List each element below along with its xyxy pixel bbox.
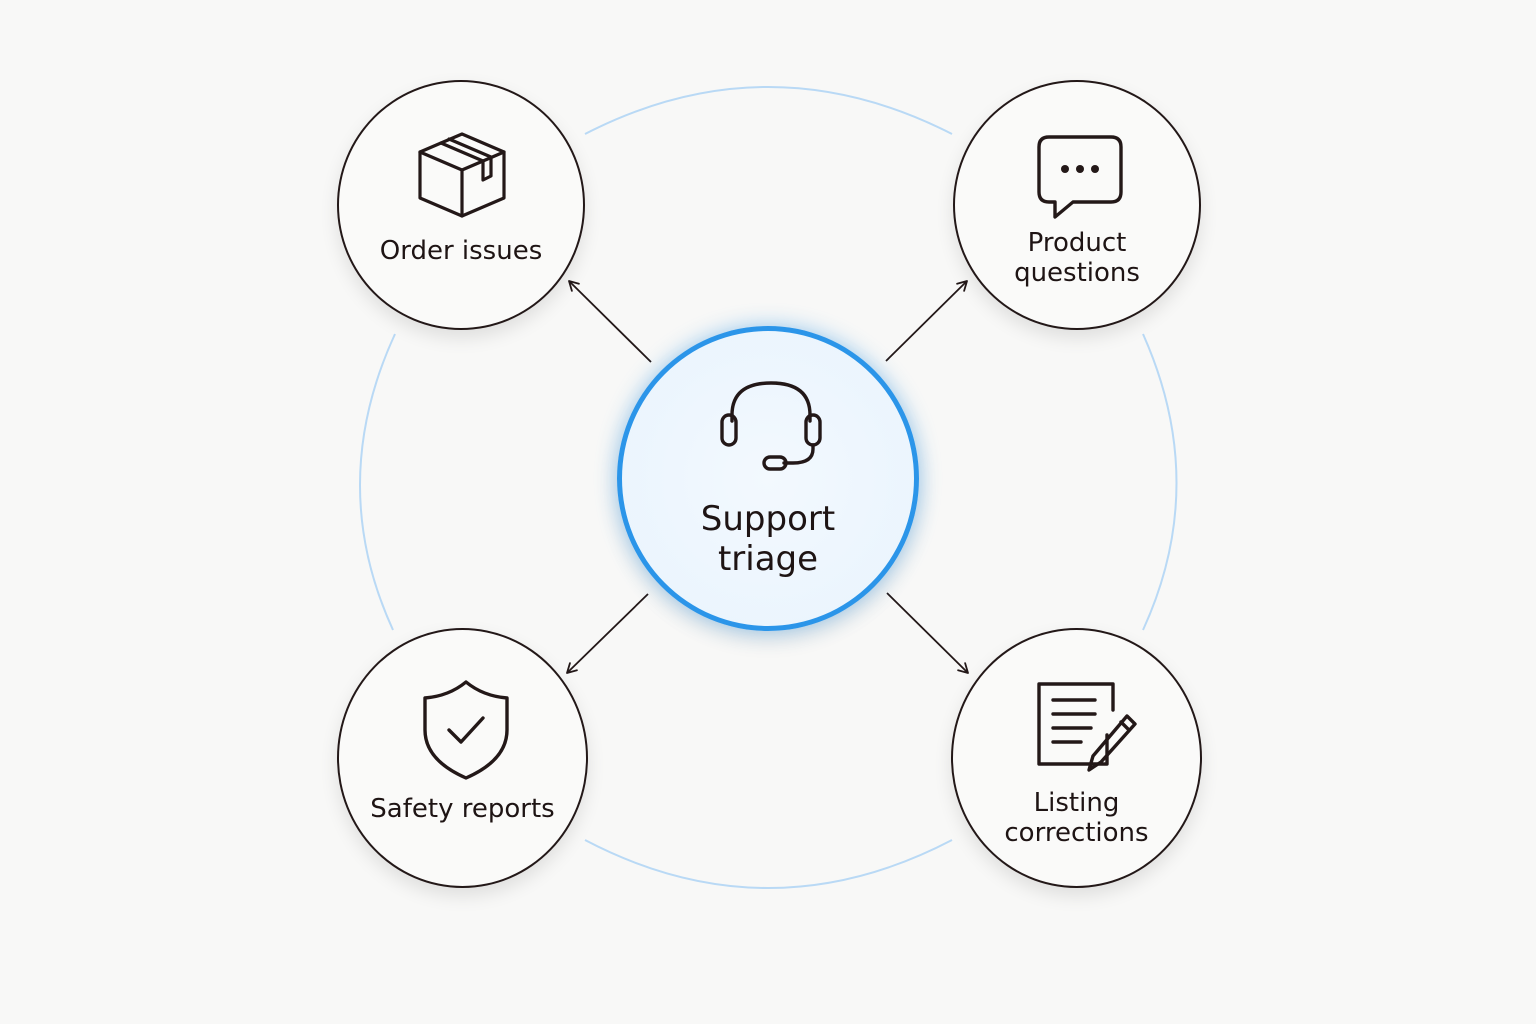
arrow-to-safety-reports	[566, 593, 649, 674]
ring-arc-top	[584, 86, 953, 135]
node-label: Order issues	[379, 236, 543, 266]
arrow-to-product-questions	[885, 280, 968, 362]
node-product-questions[interactable]: Product questions	[953, 80, 1201, 330]
node-label: Safety reports	[370, 794, 555, 824]
chat-bubble-icon	[1037, 135, 1123, 219]
node-listing-corrections[interactable]: Listing corrections	[951, 628, 1202, 888]
node-label: Product questions	[1014, 228, 1140, 288]
center-label: Support triage	[700, 499, 836, 579]
center-node-support-triage[interactable]: Support triage	[617, 326, 919, 631]
package-box-icon	[418, 132, 506, 218]
shield-check-icon	[423, 680, 509, 780]
node-label: Listing corrections	[1004, 788, 1149, 848]
node-safety-reports[interactable]: Safety reports	[337, 628, 588, 888]
ring-arc-right	[1142, 333, 1178, 631]
ring-arc-left	[359, 333, 396, 631]
arrow-to-listing-corrections	[886, 592, 969, 674]
arrow-to-order-issues	[568, 280, 652, 363]
headset-icon	[720, 381, 822, 471]
document-pencil-icon	[1037, 682, 1137, 772]
ring-arc-bottom	[584, 839, 953, 889]
node-order-issues[interactable]: Order issues	[337, 80, 585, 330]
